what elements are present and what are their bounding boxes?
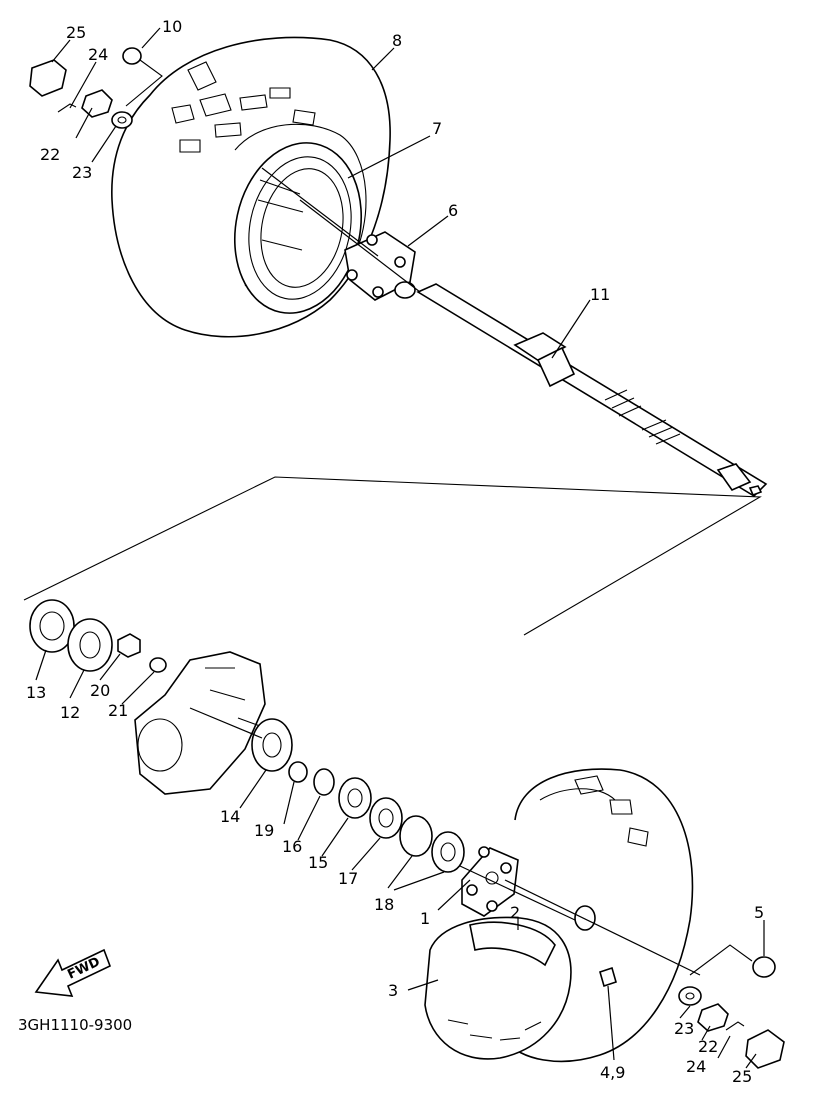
callout-22-lower: 22 xyxy=(698,1037,718,1056)
callout-4-9: 4,9 xyxy=(600,1063,625,1082)
rear-axle xyxy=(416,283,768,498)
nut-10 xyxy=(122,47,142,65)
callout-8: 8 xyxy=(392,31,402,50)
bolt-20 xyxy=(117,633,141,658)
callout-11: 11 xyxy=(590,285,610,304)
callout-19: 19 xyxy=(254,821,274,840)
upper-hub xyxy=(344,231,416,301)
callout-17: 17 xyxy=(338,869,358,888)
callout-20: 20 xyxy=(90,681,110,700)
bearing-housing-group xyxy=(29,599,293,795)
rim-2 xyxy=(469,921,556,967)
axle-nut-cap-25-lower xyxy=(745,1029,785,1069)
callout-6: 6 xyxy=(448,201,458,220)
collar-16 xyxy=(313,768,335,796)
washer-23-lower xyxy=(678,986,702,1006)
leader-lines xyxy=(35,27,765,1069)
washer-23-upper xyxy=(111,111,133,129)
bearing-housing xyxy=(134,651,266,795)
callout-24-upper: 24 xyxy=(88,45,108,64)
circlip-19 xyxy=(288,761,308,783)
callout-3: 3 xyxy=(388,981,398,1000)
callout-15: 15 xyxy=(308,853,328,872)
lower-hub xyxy=(461,846,596,931)
seal-15 xyxy=(338,777,372,819)
fwd-arrow-icon xyxy=(34,948,112,997)
castle-nut-22-lower xyxy=(697,1003,729,1032)
callout-16: 16 xyxy=(282,837,302,856)
callout-14: 14 xyxy=(220,807,240,826)
stud-4-9 xyxy=(599,966,617,988)
callout-23-upper: 23 xyxy=(72,163,92,182)
nut-5 xyxy=(752,956,776,978)
callout-1: 1 xyxy=(420,909,430,928)
callout-5: 5 xyxy=(754,903,764,922)
callout-22-upper: 22 xyxy=(40,145,60,164)
callout-18: 18 xyxy=(374,895,394,914)
axle-nut-cap-25-upper xyxy=(29,59,67,97)
cotter-pin-24-upper xyxy=(57,103,77,113)
seal-18b xyxy=(431,831,465,873)
callout-12: 12 xyxy=(60,703,80,722)
callout-7: 7 xyxy=(432,119,442,138)
callout-labels: 25 10 24 8 22 23 7 6 11 13 12 20 21 14 1… xyxy=(18,17,764,1086)
callout-21: 21 xyxy=(108,701,128,720)
diagram-code: 3GH1110-9300 xyxy=(18,1016,132,1034)
callout-25-lower: 25 xyxy=(732,1067,752,1086)
spacer-17 xyxy=(369,797,403,839)
callout-2: 2 xyxy=(510,903,520,922)
valve-center xyxy=(574,905,596,931)
callout-13: 13 xyxy=(26,683,46,702)
upper-rim xyxy=(233,142,363,314)
callout-25-upper: 25 xyxy=(66,23,86,42)
lower-rim-half xyxy=(424,916,572,1060)
lower-right-hardware xyxy=(678,956,785,1069)
castle-nut-22-upper xyxy=(81,89,113,118)
callout-10: 10 xyxy=(162,17,182,36)
bearing-12 xyxy=(67,618,113,672)
spacer-stack xyxy=(288,761,465,873)
cotter-pin-24-lower xyxy=(725,1021,745,1031)
upper-left-hardware xyxy=(29,47,142,129)
washer-21 xyxy=(149,657,167,673)
seal-18a xyxy=(399,815,433,857)
bearing-14 xyxy=(251,718,293,772)
callout-24-lower: 24 xyxy=(686,1057,706,1076)
callout-23-lower: 23 xyxy=(674,1019,694,1038)
